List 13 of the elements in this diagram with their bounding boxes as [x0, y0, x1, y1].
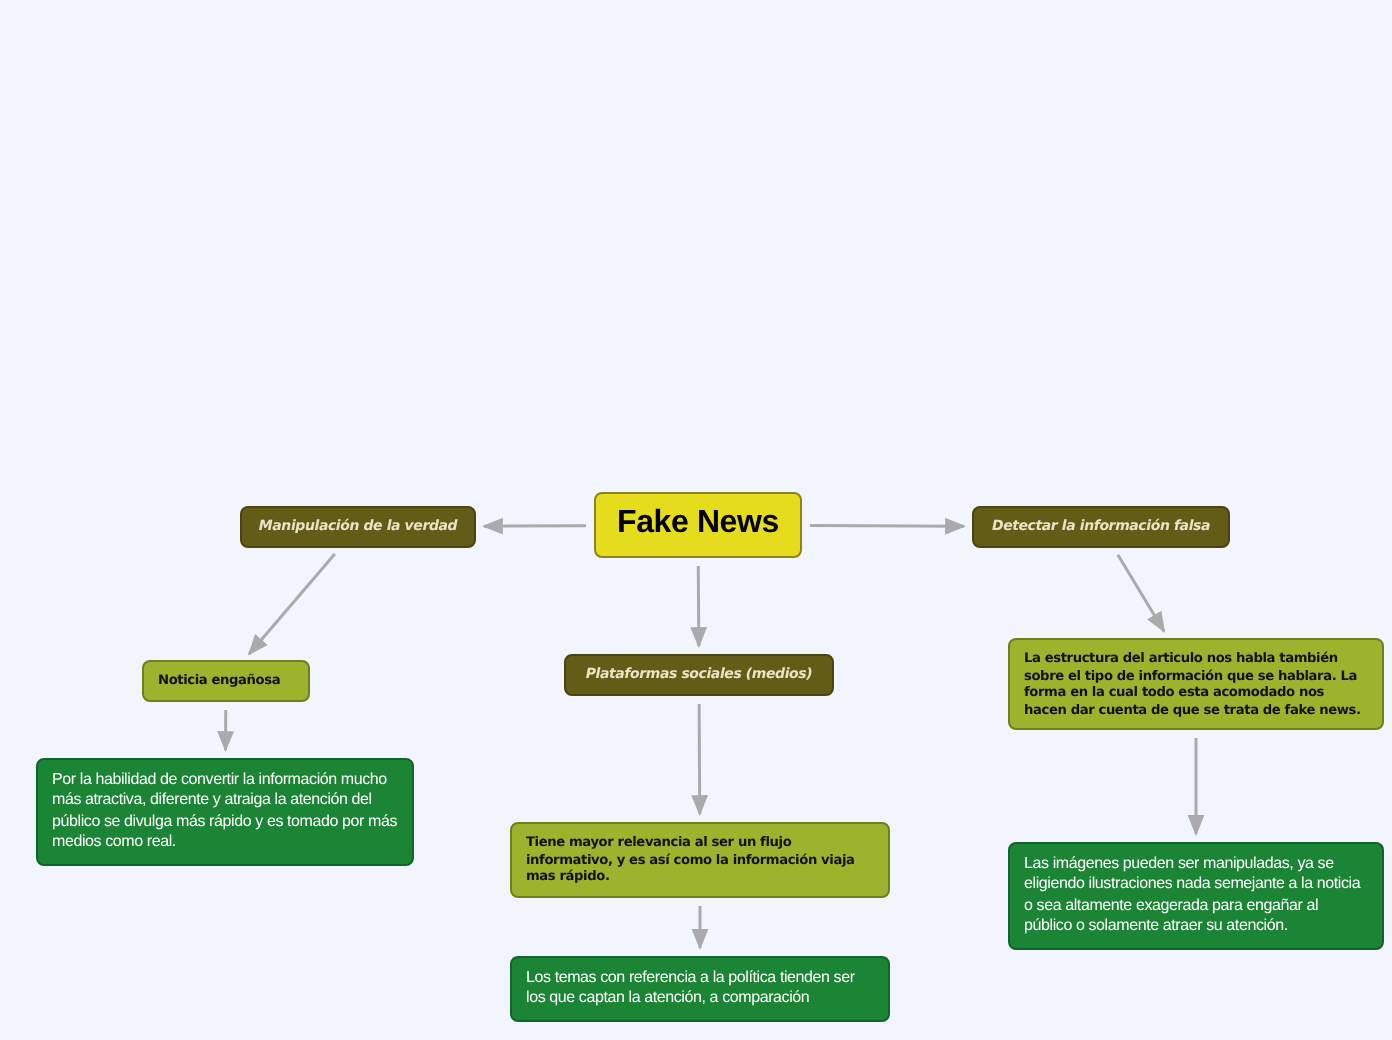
arrow	[691, 906, 709, 951]
arrow	[690, 566, 708, 649]
arrow	[810, 517, 967, 535]
note-box: Por la habilidad de convertir la información mucho más atractiva, diferente y atraiga la atención del público se divulga más rápido y es tomado por más medios como real.	[36, 758, 414, 866]
arrow	[1187, 738, 1205, 837]
note-box: Los temas con referencia a la política tienden ser los que captan la atención, a comparación	[510, 956, 890, 1022]
arrow	[247, 553, 336, 656]
arrow	[481, 517, 586, 535]
arrow	[217, 710, 234, 753]
central-topic: Fake News	[594, 492, 802, 558]
note-box: Las imágenes pueden ser manipuladas, ya se eligiendo ilustraciones nada semejante a la noticia o sea altamente exagerada para engañar al público o solamente atraer su atención.	[1008, 842, 1384, 950]
arrow	[691, 704, 709, 817]
arrow	[1116, 554, 1166, 633]
